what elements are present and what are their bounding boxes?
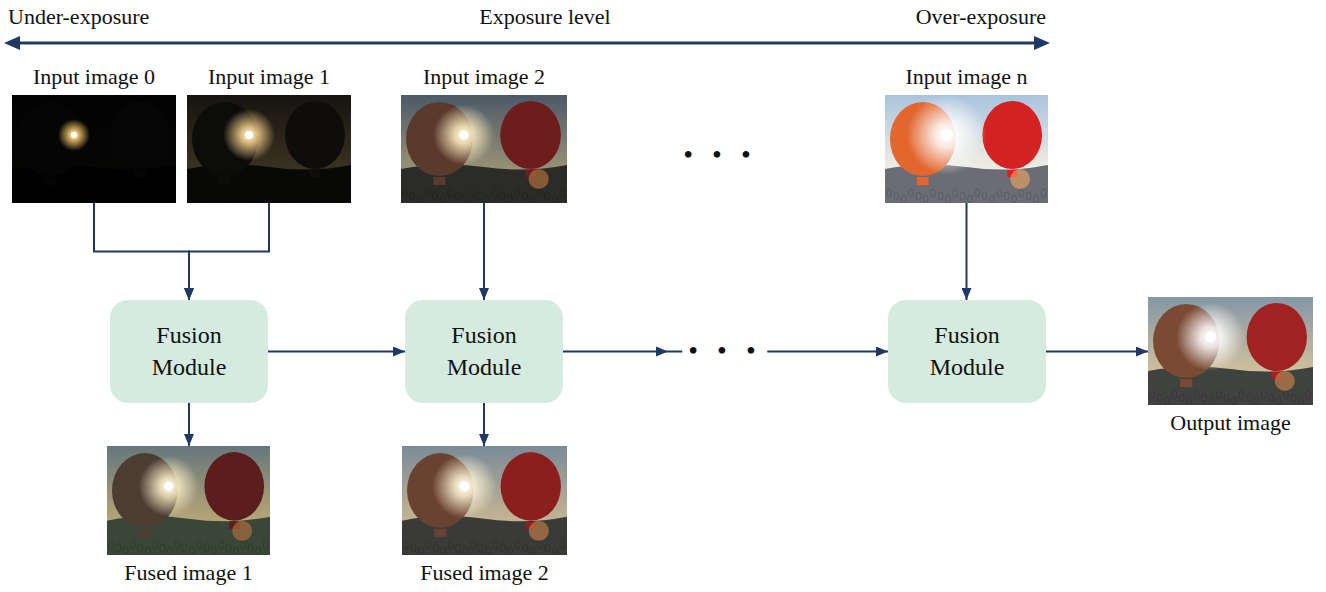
- image-caption: Fused image 1: [47, 560, 330, 586]
- image-panel: Input image 2: [401, 95, 567, 203]
- axis-label: Under-exposure: [8, 4, 149, 30]
- image-panel: Input image n: [885, 95, 1048, 203]
- flow-arrow: [966, 203, 968, 300]
- image-caption: Input image n: [825, 64, 1108, 90]
- photo-illustration: [885, 95, 1048, 203]
- flow-arrow: [94, 203, 189, 300]
- flow-arrow: [268, 351, 405, 353]
- module-label: Fusion Module: [429, 320, 539, 382]
- ellipsis-dots: • • •: [677, 140, 762, 170]
- image-panel: Fused image 2: [402, 446, 567, 555]
- axis-label: Over-exposure: [916, 4, 1046, 30]
- photo-illustration: [401, 95, 567, 203]
- flow-arrow: [188, 403, 190, 446]
- flow-arrow: [483, 203, 485, 300]
- image-panel: Fused image 1: [107, 446, 270, 555]
- image-caption: Output image: [1088, 410, 1326, 436]
- image-panel: Output image: [1148, 297, 1313, 405]
- process-box: Fusion Module: [110, 300, 268, 403]
- process-box: Fusion Module: [888, 300, 1046, 403]
- photo-illustration: [107, 446, 270, 555]
- flow-arrow: [189, 203, 269, 300]
- image-panel: Input image 1: [187, 95, 351, 203]
- image-caption: Input image 2: [341, 64, 627, 90]
- axis-arrowhead-right: [1034, 36, 1050, 50]
- image-panel: Input image 0: [12, 95, 176, 203]
- photo-illustration: [187, 95, 351, 203]
- process-box: Fusion Module: [405, 300, 563, 403]
- photo-illustration: [1148, 297, 1313, 405]
- image-caption: Input image 1: [127, 64, 411, 90]
- image-caption: Input image 0: [0, 64, 236, 90]
- exposure-axis: [16, 42, 1040, 45]
- axis-label: Exposure level: [479, 4, 610, 30]
- module-label: Fusion Module: [134, 320, 244, 382]
- module-label: Fusion Module: [912, 320, 1022, 382]
- flow-arrow: [1046, 351, 1148, 353]
- photo-illustration: [12, 95, 176, 203]
- image-caption: Fused image 2: [342, 560, 627, 586]
- axis-arrowhead-left: [4, 36, 20, 50]
- ellipsis-dots: • • •: [682, 336, 767, 366]
- photo-illustration: [402, 446, 567, 555]
- flow-arrow: [483, 403, 485, 446]
